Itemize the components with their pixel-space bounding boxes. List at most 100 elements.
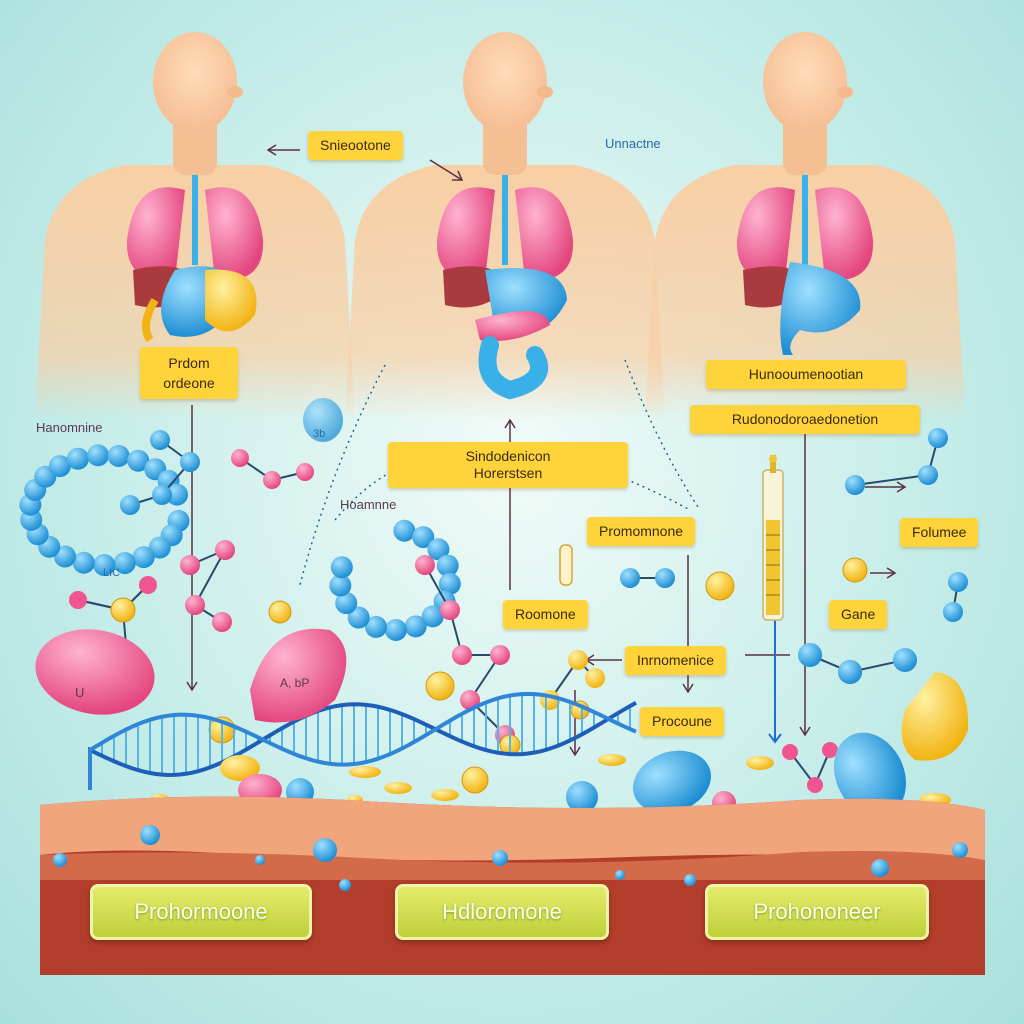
molecule-chain: [782, 742, 838, 793]
molecule-chain: [943, 572, 968, 622]
dna-strand: [88, 691, 637, 790]
atom: [438, 572, 461, 595]
lung-right: [515, 187, 574, 281]
atom: [918, 465, 938, 485]
atom: [928, 428, 948, 448]
bubble: [313, 838, 337, 862]
atom: [460, 690, 480, 710]
bubble: [255, 855, 265, 865]
atom: [620, 568, 640, 588]
atom: [212, 612, 232, 632]
atom: [180, 452, 200, 472]
label-left-box-line-1: Prdom: [168, 355, 210, 371]
pink-cell: [35, 629, 155, 715]
trachea: [802, 175, 808, 265]
molecule-chain: [798, 643, 917, 684]
atom: [296, 463, 314, 481]
atom: [893, 648, 917, 672]
atom: [452, 645, 472, 665]
gold-node: [705, 571, 735, 601]
atom: [185, 595, 205, 615]
ear: [537, 86, 553, 98]
atom: [53, 545, 76, 568]
capsule: [431, 789, 459, 801]
atom: [436, 554, 459, 577]
bubble: [615, 870, 625, 880]
bond: [194, 549, 226, 606]
dotted-curve: [624, 359, 701, 511]
atom: [393, 519, 416, 542]
atom: [585, 668, 605, 688]
bubble: [140, 825, 160, 845]
lung-left: [436, 187, 495, 281]
label-right-box-2: Rudonodoroaedonetion: [690, 405, 920, 434]
label-top-center: Snieootone: [308, 131, 403, 160]
atom: [329, 574, 352, 597]
gold-node: [110, 597, 136, 623]
atom: [490, 645, 510, 665]
label-center-box: Sindodenicon Horerstsen: [388, 442, 628, 488]
syringe: [762, 455, 784, 621]
label-center-box-line-2: Horerstsen: [473, 465, 543, 481]
label-abp: A, bP: [280, 676, 310, 690]
atom: [180, 555, 200, 575]
bubble: [53, 853, 67, 867]
label-procoune: Procoune: [640, 707, 724, 736]
gold-node: [268, 600, 292, 624]
gold-node: [842, 557, 868, 583]
capsule: [746, 756, 774, 770]
bubble: [492, 850, 508, 866]
label-lic: LIC: [103, 567, 121, 579]
bubble: [871, 859, 889, 877]
atom: [93, 553, 116, 576]
atom: [120, 495, 140, 515]
atom: [48, 455, 71, 478]
bubble: [684, 874, 696, 886]
lung-right: [205, 187, 264, 281]
blue-cell: [633, 750, 711, 814]
label-gane: Gane: [829, 600, 888, 629]
label-left-box: Prdom ordeone: [140, 347, 238, 399]
head: [463, 32, 547, 132]
atom: [66, 447, 89, 470]
molecule-chain: [620, 568, 675, 588]
base-label-1: Prohormoone: [90, 884, 312, 940]
atom: [568, 650, 588, 670]
label-hoamnne: Hoamnne: [340, 497, 397, 512]
atom: [782, 744, 798, 760]
atom: [845, 475, 865, 495]
atom: [127, 449, 150, 472]
label-left-box-line-2: ordeone: [163, 375, 215, 391]
lung-left: [126, 187, 185, 281]
atom: [347, 606, 370, 629]
torso: [645, 32, 965, 420]
label-u: U: [75, 685, 85, 700]
label-center-box-line-1: Sindodenicon: [465, 448, 551, 464]
molecule-chain: [415, 555, 515, 745]
capsule: [220, 755, 260, 781]
blue-cell: [834, 732, 906, 818]
atom: [69, 591, 87, 609]
atom: [330, 556, 353, 579]
torso: [345, 32, 665, 420]
atom: [404, 615, 427, 638]
trachea: [502, 175, 508, 265]
atom: [107, 444, 130, 467]
trachea: [192, 175, 198, 265]
intestine: [478, 336, 549, 400]
label-hanomnine: Hanomnine: [36, 420, 103, 435]
dna-helix: [88, 691, 637, 790]
atom: [132, 546, 155, 569]
label-folumee: Folumee: [900, 518, 979, 547]
atom: [415, 555, 435, 575]
atom: [139, 576, 157, 594]
dna-strand: [88, 701, 637, 790]
base-label-2: Hdloromone: [395, 884, 609, 940]
ear: [227, 86, 243, 98]
atom: [152, 485, 172, 505]
atom: [365, 615, 388, 638]
label-roomone: Roomone: [503, 600, 588, 629]
gold-node: [461, 766, 489, 794]
duct: [142, 297, 159, 343]
